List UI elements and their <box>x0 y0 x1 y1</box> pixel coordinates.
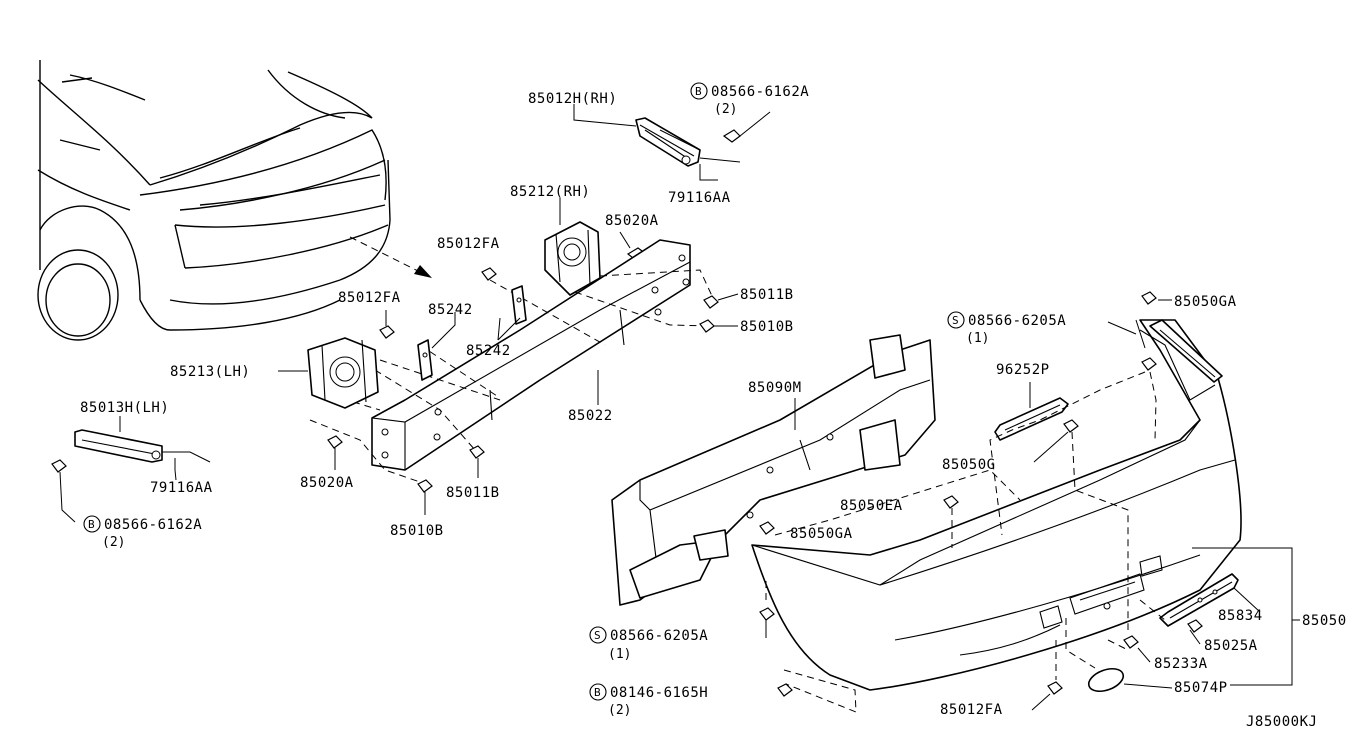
label-85233a: 85233A <box>1154 656 1208 672</box>
bolt-b-badge-left: B <box>83 515 101 533</box>
label-08566-6205a-bot: 08566-6205A <box>610 628 708 644</box>
clip-85025a <box>1187 619 1203 645</box>
label-96252p: 96252P <box>996 362 1050 378</box>
label-85050ga-top: 85050GA <box>1174 294 1237 310</box>
bolt-b-badge-bot: B <box>589 683 607 701</box>
clip-85050g <box>1033 419 1079 463</box>
label-08566-6162a-left: 08566-6162A <box>104 517 202 533</box>
label-85012fa-bot: 85012FA <box>940 702 1003 718</box>
bolt-08146-6165h <box>777 683 793 697</box>
nut-85011b-top <box>703 293 739 309</box>
label-85013h-lh: 85013H(LH) <box>80 400 169 416</box>
label-85011b-top: 85011B <box>740 287 794 303</box>
vehicle-rear-sketch <box>37 60 391 341</box>
svg-text:B: B <box>695 85 702 98</box>
screw-s-badge-bot: S <box>589 626 607 644</box>
screw-s-badge-top: S <box>947 311 965 329</box>
bracket-85834 <box>1159 573 1261 627</box>
nut-85020a-bot <box>327 435 343 470</box>
label-85050ea: 85050EA <box>840 498 903 514</box>
screw-08566-6205a-top <box>1141 357 1157 371</box>
label-08566-6162a-top-qty: (2) <box>714 102 737 117</box>
label-85050: 85050 <box>1302 613 1347 629</box>
bolt-b-badge-top: B <box>690 82 708 100</box>
plate-85242-a <box>511 285 527 325</box>
label-85213-lh: 85213(LH) <box>170 364 250 380</box>
label-85050ga-mid: 85050GA <box>790 526 853 542</box>
view-direction-arrow <box>349 236 432 278</box>
label-85242-b: 85242 <box>466 343 511 359</box>
label-08566-6205a-top-qty: (1) <box>966 331 989 346</box>
svg-text:S: S <box>594 629 601 642</box>
label-85022: 85022 <box>568 408 613 424</box>
clip-85050ga-top <box>1141 291 1172 305</box>
reinforcement-85022 <box>371 239 691 471</box>
label-85012fa-mid: 85012FA <box>338 290 401 306</box>
label-08146-6165h: 08146-6165H <box>610 685 708 701</box>
label-85020a-top: 85020A <box>605 213 659 229</box>
bolt-85010b-bot <box>417 479 433 515</box>
label-85834: 85834 <box>1218 608 1263 624</box>
clip-85050ga-mid <box>759 521 775 535</box>
label-08566-6162a-top: 08566-6162A <box>711 84 809 100</box>
bracket-85012h-rh <box>635 117 701 167</box>
bolt-85012fa-bot <box>1031 681 1063 711</box>
nut-85011b-bot <box>469 445 485 478</box>
bumper-fascia-85050 <box>751 319 1242 691</box>
clip-08566-6162a-top <box>659 111 771 151</box>
label-85010b-bot: 85010B <box>390 523 444 539</box>
label-85050g: 85050G <box>942 457 996 473</box>
clip-08566-6162a-left <box>51 459 76 523</box>
label-79116aa-top: 79116AA <box>668 190 731 206</box>
label-85010b-top: 85010B <box>740 319 794 335</box>
bolt-85012fa-mid <box>379 310 395 339</box>
diagram-id: J85000KJ <box>1246 714 1317 730</box>
svg-text:B: B <box>594 686 601 699</box>
label-85012fa-top: 85012FA <box>437 236 500 252</box>
label-85012h-rh: 85012H(RH) <box>528 91 617 107</box>
label-85020a-bot: 85020A <box>300 475 354 491</box>
label-85212-rh: 85212(RH) <box>510 184 590 200</box>
bumper-stay-85213-lh <box>307 337 379 409</box>
bolt-85012fa-top <box>481 267 497 281</box>
bracket-96252p <box>994 382 1069 441</box>
label-85242-a: 85242 <box>428 302 473 318</box>
label-79116aa-left: 79116AA <box>150 480 213 496</box>
plug-85074p <box>1087 667 1173 693</box>
bracket-85013h-lh <box>74 416 211 481</box>
bolt-85233a <box>1123 635 1151 663</box>
label-85011b-bot: 85011B <box>446 485 500 501</box>
svg-text:S: S <box>952 314 959 327</box>
label-08566-6205a-top: 08566-6205A <box>968 313 1066 329</box>
bolt-85010b-top <box>699 319 738 333</box>
label-08566-6205a-bot-qty: (1) <box>608 647 631 662</box>
svg-text:B: B <box>88 518 95 531</box>
label-85090m: 85090M <box>748 380 802 396</box>
label-08146-6165h-qty: (2) <box>608 703 631 718</box>
energy-absorber-85090m <box>611 334 936 606</box>
bumper-stay-85212-rh <box>544 221 601 296</box>
fascia-side-bracket <box>1149 319 1223 383</box>
label-08566-6162a-left-qty: (2) <box>102 535 125 550</box>
screw-08566-6205a-bot <box>759 607 775 638</box>
clip-85050ea <box>943 495 959 509</box>
plate-85242-b <box>417 339 433 381</box>
label-85025a: 85025A <box>1204 638 1258 654</box>
label-85074p: 85074P <box>1174 680 1228 696</box>
